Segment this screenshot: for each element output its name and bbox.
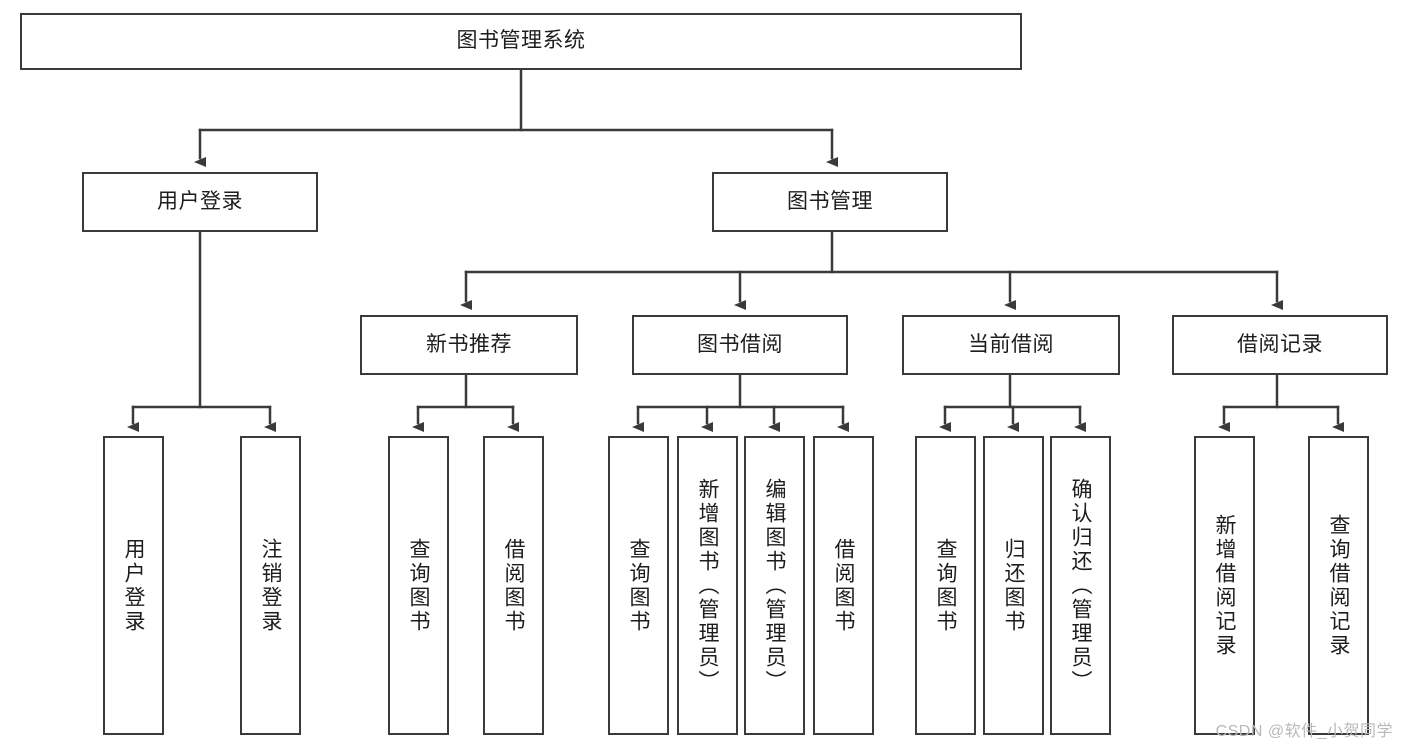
node-leaf-borrow-book-1[interactable]: 借阅图书 xyxy=(483,436,544,735)
node-label: 图书借阅 xyxy=(697,332,783,356)
node-leaf-query-borrow-record[interactable]: 查询借阅记录 xyxy=(1308,436,1369,735)
csdn-watermark: CSDN @软件_小贺同学 xyxy=(1215,723,1393,740)
node-user-login[interactable]: 用户登录 xyxy=(82,172,318,232)
node-leaf-return-book[interactable]: 归还图书 xyxy=(983,436,1044,735)
node-current-borrow[interactable]: 当前借阅 xyxy=(902,315,1120,375)
node-label: 确认归还（管理员） xyxy=(1069,477,1092,694)
node-label: 编辑图书（管理员） xyxy=(763,477,786,694)
node-leaf-add-borrow-record[interactable]: 新增借阅记录 xyxy=(1194,436,1255,735)
node-borrow-record[interactable]: 借阅记录 xyxy=(1172,315,1388,375)
node-leaf-edit-book[interactable]: 编辑图书（管理员） xyxy=(744,436,805,735)
node-leaf-query-book-2[interactable]: 查询图书 xyxy=(608,436,669,735)
node-label: 查询图书 xyxy=(407,537,430,634)
node-label: 查询图书 xyxy=(627,537,650,634)
node-label: 借阅记录 xyxy=(1237,332,1323,356)
node-leaf-user-login[interactable]: 用户登录 xyxy=(103,436,164,735)
node-label: 新增图书（管理员） xyxy=(696,477,719,694)
node-leaf-confirm-return[interactable]: 确认归还（管理员） xyxy=(1050,436,1111,735)
node-leaf-add-book[interactable]: 新增图书（管理员） xyxy=(677,436,738,735)
node-book-borrow[interactable]: 图书借阅 xyxy=(632,315,848,375)
node-label: 新书推荐 xyxy=(426,332,512,356)
node-label: 查询借阅记录 xyxy=(1327,513,1350,658)
node-label: 归还图书 xyxy=(1002,537,1025,634)
node-leaf-logout-login[interactable]: 注销登录 xyxy=(240,436,301,735)
node-label: 图书管理系统 xyxy=(456,29,586,53)
node-label: 用户登录 xyxy=(157,189,243,213)
node-label: 借阅图书 xyxy=(502,537,525,634)
node-label: 用户登录 xyxy=(122,537,145,634)
node-label: 图书管理 xyxy=(787,189,873,213)
node-leaf-query-book-1[interactable]: 查询图书 xyxy=(388,436,449,735)
node-new-book-recommend[interactable]: 新书推荐 xyxy=(360,315,578,375)
node-label: 查询图书 xyxy=(934,537,957,634)
node-label: 借阅图书 xyxy=(832,537,855,634)
node-book-manage[interactable]: 图书管理 xyxy=(712,172,948,232)
node-book-management-system[interactable]: 图书管理系统 xyxy=(20,13,1022,70)
node-leaf-query-book-3[interactable]: 查询图书 xyxy=(915,436,976,735)
node-label: 注销登录 xyxy=(259,537,282,634)
node-label: 当前借阅 xyxy=(968,332,1054,356)
node-leaf-borrow-book-2[interactable]: 借阅图书 xyxy=(813,436,874,735)
node-label: 新增借阅记录 xyxy=(1213,513,1236,658)
